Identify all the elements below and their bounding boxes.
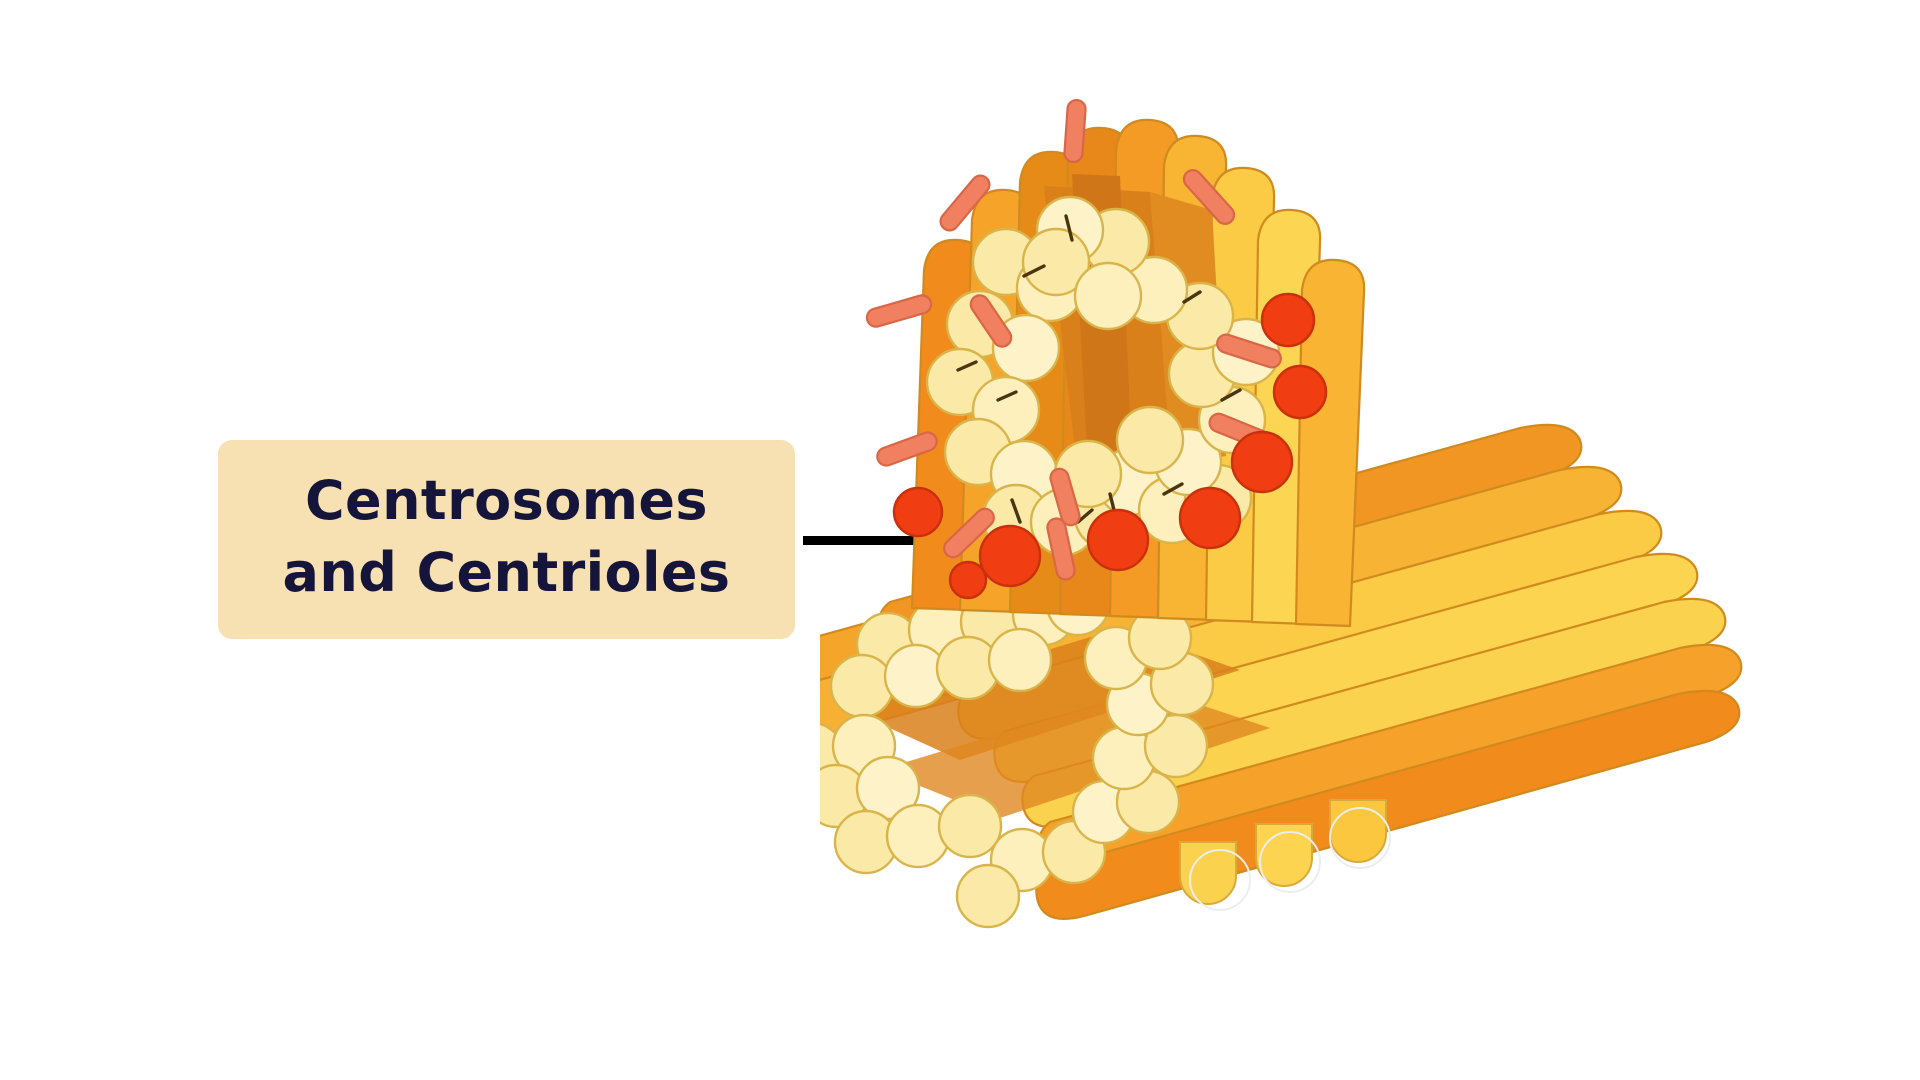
horizontal-bottom-tube-tips xyxy=(1179,799,1391,911)
linker-rods xyxy=(865,98,1282,581)
label-line-2: and Centrioles xyxy=(282,540,731,604)
label-callout-box: Centrosomes and Centrioles xyxy=(218,440,795,639)
label-line-1: Centrosomes xyxy=(305,469,708,533)
appendage-dots xyxy=(892,292,1328,600)
centriole-illustration xyxy=(820,70,1920,1000)
vertical-centriole xyxy=(865,98,1366,628)
bead-tick-marks xyxy=(956,214,1242,524)
centriole-svg xyxy=(820,98,1743,929)
